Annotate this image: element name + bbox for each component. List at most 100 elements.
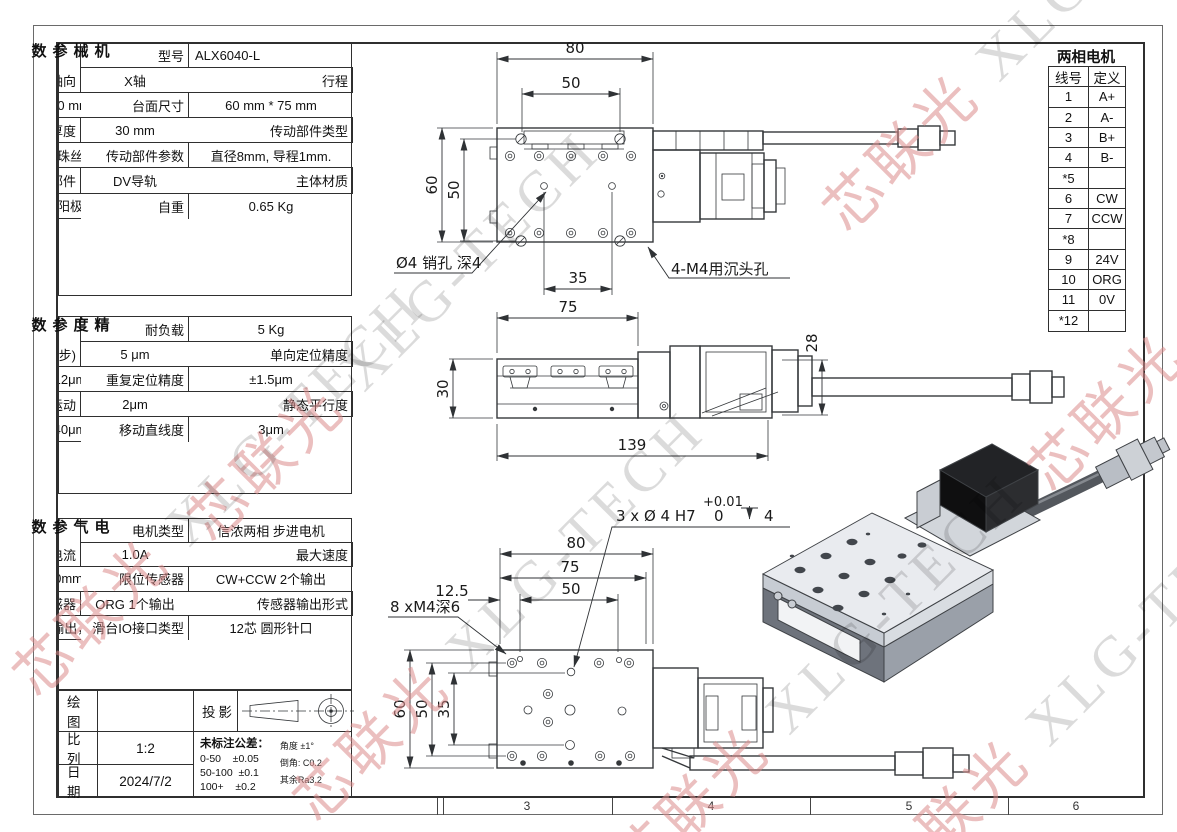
zone-number: 3 [523, 799, 531, 813]
draw-label-cell: 绘图 [58, 690, 98, 732]
spec-value: 5 Kg [189, 317, 353, 343]
spec-value: 信浓两相 步进电机 [189, 519, 353, 544]
tolerance-note: 倒角: C0.2 [279, 758, 322, 768]
spec-value: CW+CCW 2个输出 [189, 567, 353, 592]
spec-label: 型号 [81, 43, 189, 69]
mechanical-params-table: 机械参数 型号 ALX6040-L 移动轴向 X轴 行程 40 mm 台面尺寸 … [30, 42, 353, 296]
spec-value: X轴 [81, 68, 189, 94]
zone-strip: 3 4 5 6 [56, 798, 1145, 815]
scale-label-cell: 比列 [58, 731, 98, 767]
inner-border [56, 42, 1145, 798]
wire-def: B- [1089, 148, 1125, 169]
projection-label-cell: 投影 [193, 690, 238, 732]
wire-number: *12 [1049, 310, 1089, 331]
spec-label: 滑台IO接口类型 [81, 615, 189, 640]
wire-number: 7 [1049, 209, 1089, 230]
spec-value: 10mm/s [59, 567, 81, 592]
wire-number: 6 [1049, 188, 1089, 210]
wire-def: 0V [1089, 290, 1125, 311]
spec-label: 行程 [189, 68, 353, 94]
wire-def: ORG [1089, 270, 1125, 291]
spec-label: 原点传感器 [59, 591, 81, 616]
spec-value: 铝合金，阳极氧化黑色 [59, 194, 81, 219]
tolerance-line: 50-100 ±0.1 [200, 767, 259, 779]
zone-number: 5 [905, 799, 913, 813]
tolerance-box: 未标注公差： 0-50 ±0.05 50-100 ±0.1 100+ ±0.2 … [193, 731, 352, 798]
scale-value-cell: 1:2 [97, 731, 194, 765]
wire-def: CW [1089, 189, 1125, 210]
tolerance-title: 未标注公差： [200, 738, 269, 750]
wire-def [1089, 168, 1125, 189]
date-value-cell: 2024/7/2 [97, 764, 194, 798]
wire-def: 24V [1089, 250, 1125, 270]
spec-value: 60 mm * 75 mm [189, 93, 353, 119]
wire-def [1089, 229, 1125, 250]
tolerance-note: 其余Ra3.2 [279, 775, 322, 785]
spec-label: 导向部件 [59, 168, 81, 194]
spec-value: 滚珠丝杆 [59, 143, 81, 169]
outer-border [33, 25, 1163, 815]
wire-def [1089, 311, 1125, 331]
spec-value: ±1.5μm [189, 367, 353, 393]
spec-label: 传感器输出形式 [189, 591, 353, 616]
spec-value: ALX6040-L [189, 43, 353, 69]
zone-number: 4 [707, 799, 715, 813]
wire-col-header: 线号 [1049, 67, 1089, 88]
motor-wiring-table: 线号 定义 1 A+ 2 A- 3 B+ 4 B- *5 6 CW 7 CCW … [1048, 66, 1126, 332]
spec-value: 40μm [59, 417, 81, 443]
wire-number: 3 [1049, 127, 1089, 149]
spec-label: 最大速度 [189, 543, 353, 568]
spec-label: 自重 [81, 193, 189, 219]
precision-params-table: 精度参数 耐负载 5 Kg 分辨率(整步) 5 μm 单向定位精度 12μm 重… [30, 316, 353, 494]
tolerance-line: 100+ ±0.2 [200, 781, 256, 793]
wire-number: 10 [1049, 269, 1089, 291]
tolerance-line: 0-50 ±0.05 [200, 753, 259, 765]
draw-value-cell [97, 690, 194, 732]
spec-label: 移动轴向 [59, 68, 81, 94]
spec-value: 0.65 Kg [248, 198, 294, 214]
spec-label: 静态平行度 [189, 392, 353, 418]
spec-label: 单向定位精度 [189, 342, 353, 368]
wire-number: 4 [1049, 148, 1089, 169]
spec-label: 传动部件类型 [189, 118, 353, 144]
zone-number: 6 [1072, 799, 1080, 813]
wire-def: CCW [1089, 209, 1125, 230]
spec-value: ORG 1个输出 [81, 592, 189, 616]
spec-label: 分辨率(整步) [59, 342, 81, 368]
spec-label: 移动直线度 [81, 417, 189, 443]
spec-label: 电机类型 [81, 519, 189, 544]
spec-value: NPN常闭输出，遮光断开 [59, 616, 81, 640]
spec-value: 3μm [258, 422, 284, 438]
spec-value: 2μm [81, 392, 189, 418]
spec-value: 40 mm [59, 93, 81, 119]
spec-label: 限位传感器 [81, 567, 189, 592]
spec-value: DV导轨 [81, 168, 189, 194]
category-label: 机械参数 [30, 43, 110, 69]
wire-def: B+ [1089, 128, 1125, 149]
wire-def: A+ [1089, 87, 1125, 108]
spec-label: 主体厚度 [59, 118, 81, 144]
wire-number: *5 [1049, 168, 1089, 189]
spec-label: 电流 [59, 543, 81, 568]
spec-value: 30 mm [81, 118, 189, 144]
spec-label: 重复定位精度 [81, 367, 189, 393]
spec-value: 12芯 圆形针口 [229, 621, 313, 637]
spec-label: 台面尺寸 [81, 93, 189, 119]
tolerance-note: 角度 ±1° [279, 741, 314, 751]
category-label: 电气参数 [30, 519, 110, 544]
spec-value: 直径8mm, 导程1mm. [189, 143, 353, 169]
def-col-header: 定义 [1089, 67, 1125, 88]
electrical-params-table: 电气参数 电机类型 信浓两相 步进电机 电流 1.0A 最大速度 10mm/s … [30, 518, 353, 690]
wire-def: A- [1089, 108, 1125, 128]
spec-label: 无效运动 [59, 392, 81, 418]
projection-symbol-cell [237, 690, 352, 732]
spec-value: 1.0A [81, 543, 189, 568]
spec-value: 12μm [59, 367, 81, 393]
spec-label: 主体材质 [189, 168, 353, 194]
category-label: 精度参数 [30, 317, 110, 343]
spec-label: 耐负载 [81, 317, 189, 343]
wire-number: 2 [1049, 107, 1089, 128]
date-label-cell: 日期 [58, 764, 98, 800]
wire-number: *8 [1049, 229, 1089, 250]
